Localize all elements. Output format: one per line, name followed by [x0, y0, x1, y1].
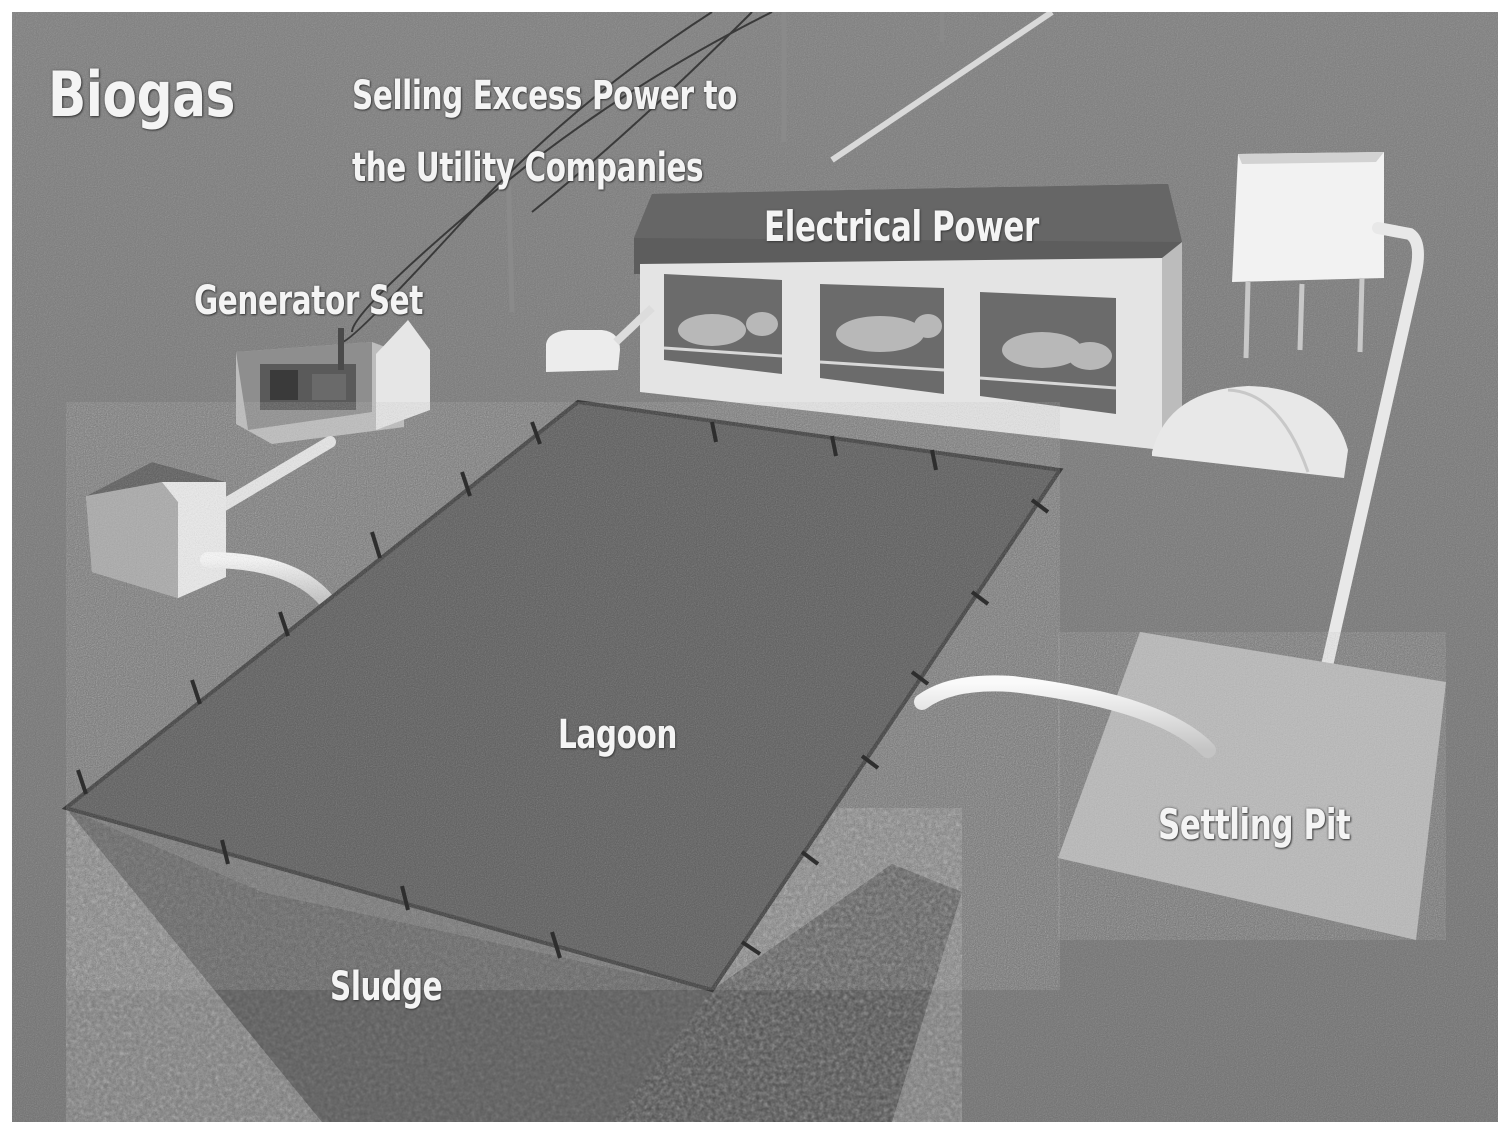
biogas-diagram: Biogas Selling Excess Power to the Utili… [12, 12, 1498, 1122]
lagoon-inlet-pipe [200, 552, 334, 608]
vertical-pipe [1306, 222, 1424, 738]
electrical-power-label: Electrical Power [764, 202, 1039, 251]
utility-lines [341, 12, 1054, 343]
generator-set-label: Generator Set [194, 278, 423, 324]
diagram-illustration [12, 12, 1498, 1122]
lagoon-stakes [76, 421, 1050, 959]
digester-dome [1152, 386, 1348, 478]
lagoon-label: Lagoon [558, 712, 677, 758]
settling-pit-label: Settling Pit [1158, 800, 1351, 849]
barn [634, 184, 1182, 450]
gas-tank [546, 305, 655, 372]
small-shed [86, 462, 226, 598]
sludge-label: Sludge [330, 964, 443, 1010]
pit-pipe [914, 675, 1216, 758]
generator-set [236, 320, 430, 444]
gas-pipe [206, 436, 336, 518]
selling-power-line-1: Selling Excess Power to [352, 73, 738, 119]
elevated-tank [1232, 152, 1384, 359]
diagram-title: Biogas [48, 58, 235, 131]
selling-power-label: Selling Excess Power to the Utility Comp… [352, 60, 737, 204]
selling-power-line-2: the Utility Companies [352, 145, 704, 191]
